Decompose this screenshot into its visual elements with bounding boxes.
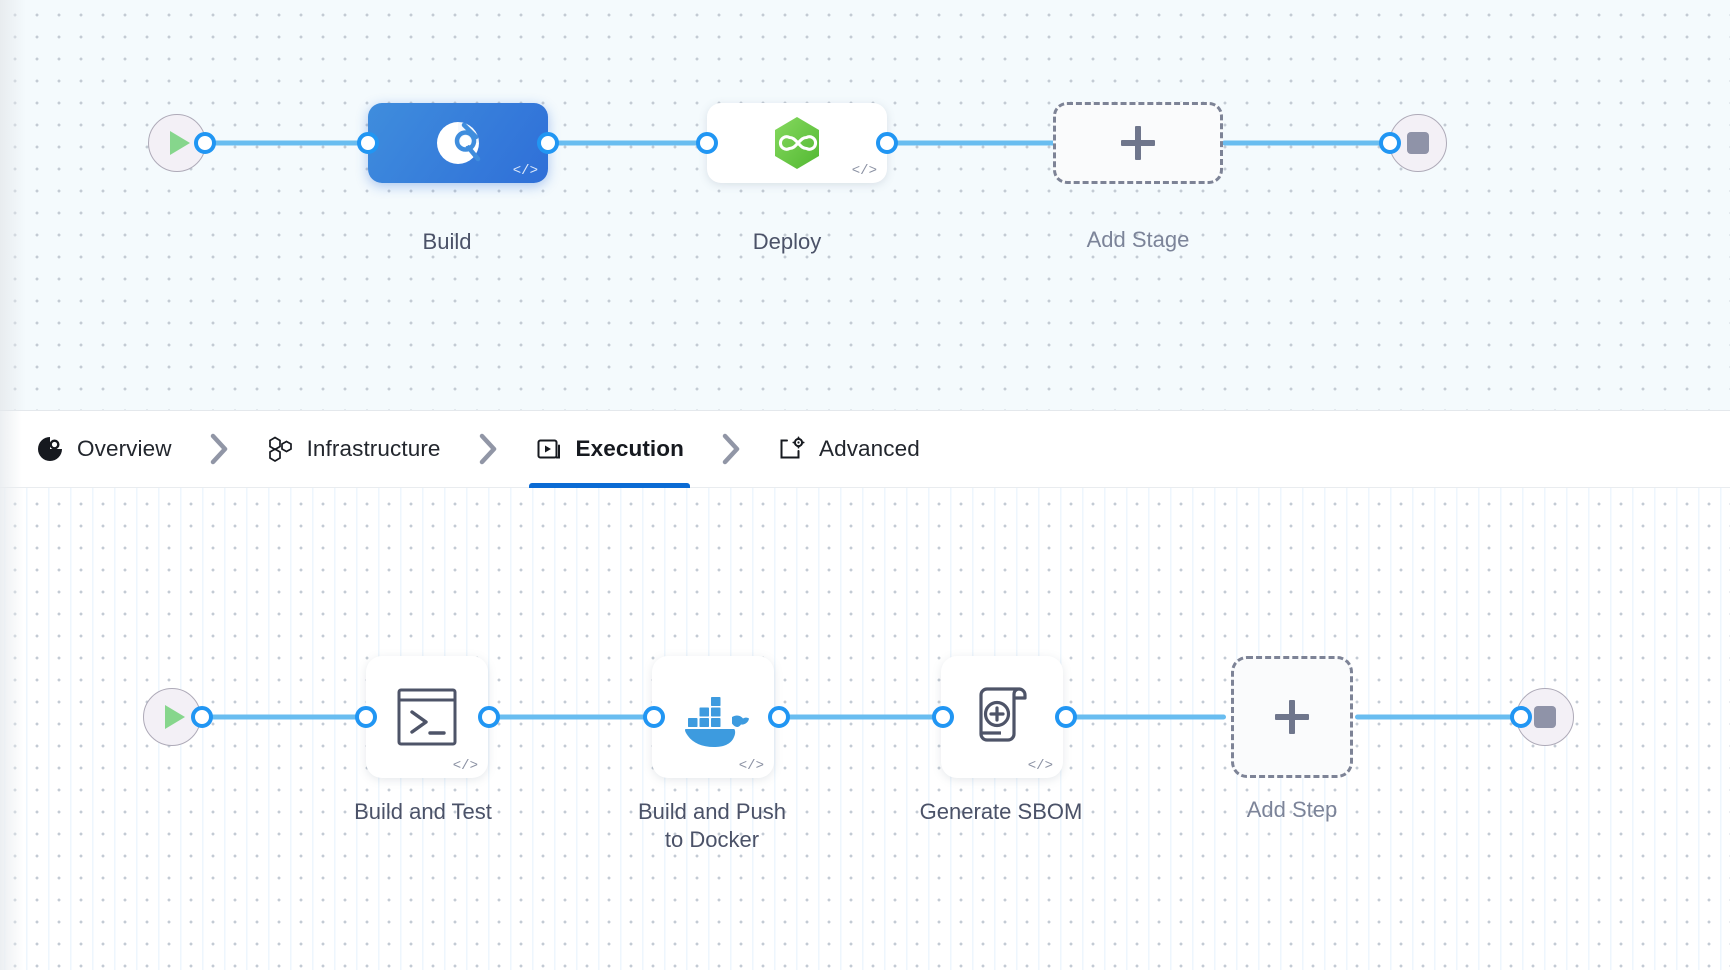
plus-icon bbox=[1275, 700, 1309, 734]
tab-overview[interactable]: Overview bbox=[30, 410, 178, 488]
play-in-box-icon bbox=[537, 439, 560, 459]
edge-add-step-to-end bbox=[1355, 714, 1522, 720]
tab-label: Overview bbox=[77, 436, 172, 461]
step-box-generate-sbom[interactable]: </> bbox=[941, 656, 1063, 778]
hexagon-cluster-icon bbox=[268, 436, 292, 462]
port-build-out[interactable] bbox=[537, 132, 559, 154]
tab-execution[interactable]: Execution bbox=[528, 410, 691, 488]
edge-docker-to-sbom bbox=[778, 714, 944, 720]
tab-separator-icon bbox=[465, 429, 511, 469]
port-start-out[interactable] bbox=[194, 132, 216, 154]
add-step-label: Add Step bbox=[1246, 797, 1338, 822]
port-deploy-in[interactable] bbox=[696, 132, 718, 154]
play-icon bbox=[170, 131, 190, 155]
edge-sbom-to-add-step bbox=[1065, 714, 1226, 720]
stage-label-build: Build bbox=[422, 229, 472, 254]
port-end-in[interactable] bbox=[1379, 132, 1401, 154]
port-sbom-out[interactable] bbox=[1055, 706, 1077, 728]
tab-label: Advanced bbox=[818, 436, 920, 461]
port-step-start-out[interactable] bbox=[191, 706, 213, 728]
port-docker-out[interactable] bbox=[768, 706, 790, 728]
tab-separator-icon bbox=[196, 429, 242, 469]
tab-separator-icon bbox=[708, 429, 754, 469]
play-icon bbox=[165, 705, 185, 729]
sbom-scroll-icon bbox=[979, 687, 1027, 742]
stop-icon bbox=[1534, 706, 1556, 728]
tab-label: Execution bbox=[575, 436, 684, 461]
add-stage-label: Add Stage bbox=[1086, 227, 1190, 252]
stage-canvas[interactable]: </> Build bbox=[0, 0, 1730, 410]
stage-config-tabbar: Overview Infrastructure Execution bbox=[0, 410, 1730, 488]
add-step-button[interactable] bbox=[1231, 656, 1353, 778]
step-node-generate-sbom[interactable]: </> bbox=[941, 656, 1063, 778]
stage-box-build[interactable]: </> bbox=[368, 103, 548, 183]
port-sbom-in[interactable] bbox=[932, 706, 954, 728]
edge-deploy-to-add bbox=[880, 140, 1060, 146]
port-step-end-in[interactable] bbox=[1510, 706, 1532, 728]
port-build-test-in[interactable] bbox=[355, 706, 377, 728]
code-badge: </> bbox=[1027, 758, 1053, 774]
code-badge: </> bbox=[851, 163, 877, 179]
add-stage-button[interactable] bbox=[1053, 102, 1223, 184]
edge-start-to-build bbox=[178, 140, 368, 146]
edge-start-to-build-test bbox=[172, 714, 368, 720]
terminal-icon bbox=[397, 688, 457, 746]
docker-whale-icon bbox=[682, 697, 749, 747]
tab-advanced[interactable]: Advanced bbox=[772, 410, 926, 488]
step-canvas[interactable]: </> Build and Test bbox=[0, 488, 1730, 970]
step-box-build-and-test[interactable]: </> bbox=[366, 656, 488, 778]
edge-build-test-to-docker bbox=[488, 714, 655, 720]
code-badge: </> bbox=[738, 758, 764, 774]
edge-build-to-deploy bbox=[540, 140, 713, 146]
port-build-in[interactable] bbox=[357, 132, 379, 154]
plus-icon bbox=[1121, 126, 1155, 160]
port-docker-in[interactable] bbox=[643, 706, 665, 728]
ci-pie-icon bbox=[437, 122, 481, 164]
port-deploy-out[interactable] bbox=[876, 132, 898, 154]
stage-box-deploy[interactable]: </> bbox=[707, 103, 887, 183]
overview-pie-icon bbox=[38, 437, 62, 461]
code-badge: </> bbox=[452, 758, 478, 774]
edge-add-to-end bbox=[1222, 140, 1420, 146]
tab-infrastructure[interactable]: Infrastructure bbox=[260, 410, 447, 488]
step-label-build-and-push: Build and Push to Docker bbox=[638, 799, 786, 853]
code-badge: </> bbox=[512, 163, 538, 179]
stage-node-build[interactable]: </> bbox=[368, 103, 548, 183]
step-graph: </> Build and Test bbox=[0, 488, 1730, 970]
step-node-build-and-push[interactable]: </> bbox=[652, 656, 774, 778]
stage-node-deploy[interactable]: </> bbox=[707, 103, 887, 183]
step-label-generate-sbom: Generate SBOM bbox=[919, 799, 1083, 824]
step-label-build-and-test: Build and Test bbox=[354, 799, 492, 824]
tab-label: Infrastructure bbox=[306, 436, 441, 461]
stage-label-deploy: Deploy bbox=[752, 229, 822, 254]
cd-hexagon-icon bbox=[775, 117, 819, 169]
stage-graph: </> Build bbox=[0, 0, 1730, 410]
step-box-build-and-push[interactable]: </> bbox=[652, 656, 774, 778]
port-build-test-out[interactable] bbox=[478, 706, 500, 728]
step-node-build-and-test[interactable]: </> bbox=[366, 656, 488, 778]
box-gear-icon bbox=[780, 436, 805, 459]
stop-icon bbox=[1407, 132, 1429, 154]
